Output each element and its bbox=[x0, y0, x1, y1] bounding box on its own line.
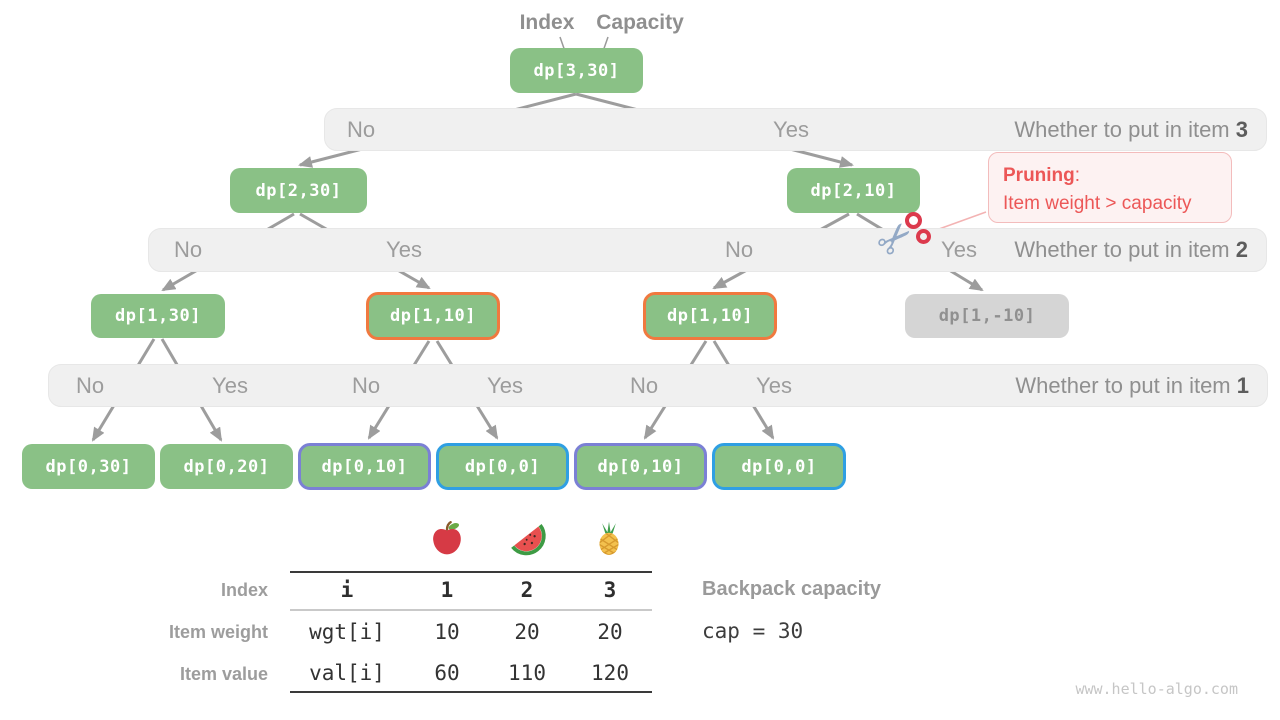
table-header-1: 1 bbox=[440, 578, 454, 602]
node-dp-0-10-left: dp[0,10] bbox=[298, 443, 431, 490]
node-dp-2-10: dp[2,10] bbox=[787, 168, 920, 213]
pruning-callout: Pruning: Item weight > capacity bbox=[988, 152, 1232, 223]
bar1-yes1-label: Yes bbox=[212, 372, 248, 398]
table-bottom-rule bbox=[290, 691, 652, 693]
decision-bar-item1: No Yes No Yes No Yes Whether to put in i… bbox=[48, 364, 1268, 407]
node-dp-1-10-right: dp[1,10] bbox=[643, 292, 777, 340]
bar3-no-label: No bbox=[346, 116, 376, 142]
table-val-2: 110 bbox=[508, 661, 546, 685]
table-val-label: val[i] bbox=[309, 661, 385, 685]
bar3-question: Whether to put in item 3 bbox=[1014, 116, 1248, 142]
node-dp-0-30: dp[0,30] bbox=[22, 444, 155, 489]
node-dp-1-neg10-pruned: dp[1,-10] bbox=[905, 294, 1069, 338]
node-dp-3-30: dp[3,30] bbox=[510, 48, 643, 93]
bar1-yes2-label: Yes bbox=[487, 372, 523, 398]
table-val-3: 120 bbox=[591, 661, 629, 685]
bar2-no1-label: No bbox=[173, 237, 203, 262]
table-top-rule bbox=[290, 571, 652, 573]
bar2-question: Whether to put in item 2 bbox=[1014, 237, 1248, 262]
row-label-item-value: Item value bbox=[179, 664, 268, 684]
node-dp-1-30: dp[1,30] bbox=[91, 294, 225, 338]
node-dp-2-30: dp[2,30] bbox=[230, 168, 367, 213]
table-wgt-2: 20 bbox=[514, 620, 540, 644]
watermelon-icon bbox=[509, 519, 547, 557]
watermark: www.hello-algo.com bbox=[1075, 680, 1238, 698]
bar2-no2-label: No bbox=[724, 237, 754, 262]
pruning-body: Item weight > capacity bbox=[1003, 193, 1192, 214]
table-wgt-1: 10 bbox=[434, 620, 460, 644]
table-mid-rule bbox=[290, 609, 652, 611]
pineapple-icon bbox=[590, 519, 628, 557]
decision-bar-item2: No Yes No Yes Whether to put in item 2 bbox=[148, 228, 1267, 272]
backpack-capacity-code: cap = 30 bbox=[702, 619, 804, 643]
backpack-capacity-label: Backpack capacity bbox=[702, 578, 882, 600]
table-wgt-label: wgt[i] bbox=[309, 620, 385, 644]
bar2-yes2-label: Yes bbox=[941, 237, 977, 262]
node-dp-0-10-right: dp[0,10] bbox=[574, 443, 707, 490]
bar1-no1-label: No bbox=[75, 372, 105, 398]
scissors-handle-ring-top bbox=[905, 212, 922, 229]
node-dp-1-10-left: dp[1,10] bbox=[366, 292, 500, 340]
table-header-3: 3 bbox=[603, 578, 617, 602]
table-header-i: i bbox=[340, 578, 354, 602]
bar3-yes-label: Yes bbox=[773, 116, 809, 142]
node-dp-0-0-left: dp[0,0] bbox=[436, 443, 569, 490]
bar1-no2-label: No bbox=[351, 372, 381, 398]
bar1-question: Whether to put in item 1 bbox=[1015, 372, 1249, 398]
pruning-title: Pruning bbox=[1003, 165, 1075, 186]
bar2-yes1-label: Yes bbox=[386, 237, 422, 262]
decision-bar-item3: No Yes Whether to put in item 3 bbox=[324, 108, 1267, 151]
capacity-pointer-label: Capacity bbox=[596, 11, 684, 34]
table-wgt-3: 20 bbox=[597, 620, 623, 644]
scissors-handle-ring-bottom bbox=[916, 229, 931, 244]
table-header-2: 2 bbox=[520, 578, 534, 602]
node-dp-0-20: dp[0,20] bbox=[160, 444, 293, 489]
bar1-yes3-label: Yes bbox=[756, 372, 792, 398]
table-val-1: 60 bbox=[434, 661, 460, 685]
apple-icon bbox=[428, 519, 466, 557]
node-dp-0-0-right: dp[0,0] bbox=[712, 443, 846, 490]
row-label-index: Index bbox=[220, 580, 268, 600]
index-pointer-label: Index bbox=[519, 11, 575, 34]
row-label-item-weight: Item weight bbox=[168, 622, 268, 642]
bar1-no3-label: No bbox=[629, 372, 659, 398]
